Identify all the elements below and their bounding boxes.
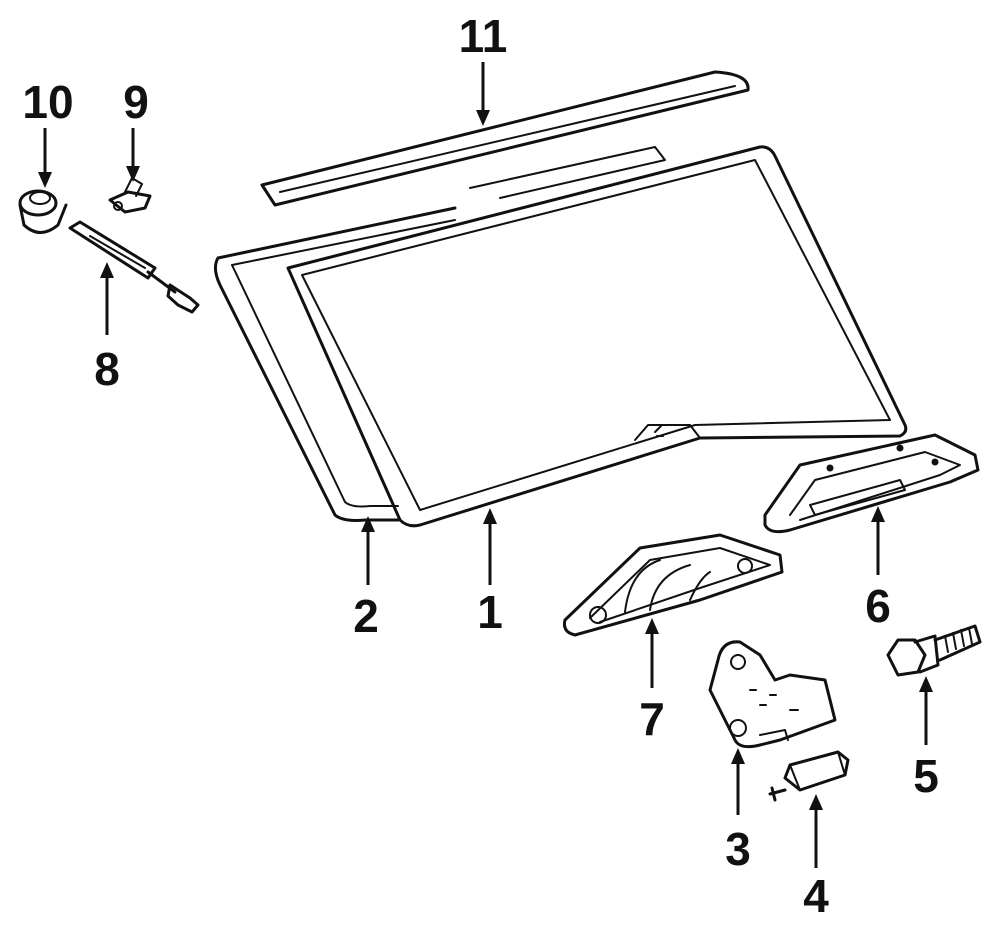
upper-molding-part xyxy=(469,146,666,199)
callout-7: 7 xyxy=(639,693,665,745)
callout-3: 3 xyxy=(725,823,751,875)
striker-bolt-part xyxy=(886,624,982,677)
callout-10: 10 xyxy=(22,76,73,128)
callout-4: 4 xyxy=(803,870,829,922)
callout-5: 5 xyxy=(913,750,939,802)
grommet-part xyxy=(18,189,68,234)
callout-9: 9 xyxy=(123,76,149,128)
lamp-housing-part xyxy=(563,533,784,637)
callout-labels: 1 2 3 4 5 6 7 8 9 10 11 xyxy=(22,10,938,922)
callout-11: 11 xyxy=(459,10,508,62)
bracket-part xyxy=(763,433,980,534)
callout-6: 6 xyxy=(865,580,891,632)
actuator-part xyxy=(768,750,850,802)
rear-glass-part xyxy=(286,145,908,528)
callout-8: 8 xyxy=(94,343,120,395)
gas-strut-part xyxy=(68,220,200,314)
spoiler-strip-part xyxy=(260,70,750,207)
callout-2: 2 xyxy=(353,590,379,642)
callout-1: 1 xyxy=(477,586,503,638)
latch-part xyxy=(708,640,837,749)
weatherstrip-part xyxy=(213,206,457,522)
leader-lines xyxy=(38,62,933,868)
clip-part xyxy=(108,177,152,214)
